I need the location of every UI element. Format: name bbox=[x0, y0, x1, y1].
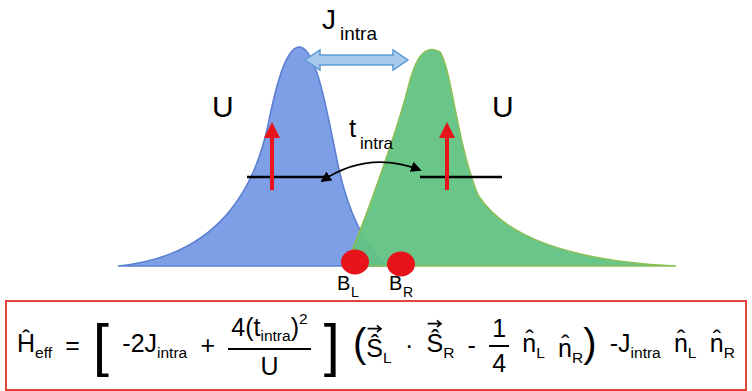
vector-operator: Ŝ bbox=[366, 333, 383, 364]
exchange-arrow bbox=[305, 50, 408, 70]
formula-superscript: 2 bbox=[299, 310, 308, 329]
site-symbol: B bbox=[337, 272, 350, 295]
fraction-numerator: 1 bbox=[489, 313, 509, 347]
vector-arrow bbox=[366, 323, 383, 333]
formula-term: Ŝ bbox=[366, 333, 383, 364]
formula-term: 4 bbox=[492, 348, 506, 378]
formula-term: 1 bbox=[492, 313, 506, 343]
formula-fraction: 4(tintra)2U bbox=[228, 310, 310, 381]
formula-subscript: L bbox=[688, 343, 697, 362]
coulomb-label: U bbox=[492, 90, 514, 125]
formula-subscript: intra bbox=[260, 327, 290, 346]
formula-atom: n̂L bbox=[522, 328, 545, 362]
formula-term: n̂ bbox=[674, 328, 688, 359]
formula-atom: + bbox=[200, 330, 215, 361]
formula-atom: = bbox=[65, 330, 80, 361]
formula-term: n̂ bbox=[710, 328, 724, 359]
hopping-symbol: t bbox=[349, 114, 356, 144]
formula-subscript: intra bbox=[631, 343, 661, 362]
formula-term: 4(t bbox=[231, 312, 260, 342]
left-orbital-peak bbox=[118, 47, 388, 266]
formula-atom: n̂R) bbox=[558, 323, 596, 367]
fraction-denominator: U bbox=[260, 350, 278, 381]
formula-subscript: R bbox=[724, 343, 735, 362]
formula-row: Ĥeff=[-2Jintra+4(tintra)2U](ŜL·ŜR-14n̂Ln… bbox=[17, 310, 735, 381]
hopping-arrow bbox=[322, 162, 420, 181]
formula-term: Ŝ bbox=[426, 328, 443, 359]
formula-atom: Ĥeff bbox=[17, 328, 52, 362]
vector-arrow bbox=[426, 318, 443, 328]
formula-term: - bbox=[468, 330, 476, 361]
formula-paren: ) bbox=[583, 323, 596, 363]
formula-term: Ĥ bbox=[17, 328, 35, 359]
fraction-denominator: 4 bbox=[492, 347, 506, 378]
formula-term: = bbox=[65, 330, 80, 361]
formula-term: U bbox=[260, 351, 278, 381]
fraction-numerator: 4(tintra)2 bbox=[228, 310, 310, 350]
formula-atom: ] bbox=[324, 317, 340, 375]
formula-term: -2J bbox=[122, 328, 157, 359]
right-orbital-peak bbox=[345, 49, 676, 266]
exchange-symbol: J bbox=[322, 4, 336, 36]
site-symbol: B bbox=[389, 272, 402, 295]
left-level bbox=[247, 176, 330, 179]
vector-operator: Ŝ bbox=[426, 328, 443, 359]
formula-subscript: L bbox=[383, 348, 392, 367]
formula-subscript: R bbox=[572, 348, 583, 367]
left-spin-arrow bbox=[270, 130, 274, 190]
site-subscript: R bbox=[403, 284, 413, 300]
formula-atom: -Jintra bbox=[610, 328, 661, 362]
formula-atom: n̂R bbox=[710, 328, 735, 362]
exchange-subscript: intra bbox=[340, 23, 377, 45]
formula-term: n̂ bbox=[558, 333, 572, 364]
formula-term: · bbox=[405, 330, 413, 361]
formula-atom: (ŜL bbox=[353, 323, 392, 367]
formula-paren: ( bbox=[353, 323, 366, 363]
formula-subscript: intra bbox=[157, 343, 187, 362]
formula-fraction: 14 bbox=[489, 313, 509, 378]
right-level bbox=[420, 176, 502, 179]
formula-bracket: ] bbox=[324, 317, 340, 375]
formula-subscript: R bbox=[443, 343, 454, 362]
formula-term: -J bbox=[610, 328, 631, 359]
formula-atom: - bbox=[468, 330, 476, 361]
formula-term: ) bbox=[291, 312, 299, 342]
formula-atom: n̂L bbox=[674, 328, 697, 362]
formula-box: Ĥeff=[-2Jintra+4(tintra)2U](ŜL·ŜR-14n̂Ln… bbox=[5, 300, 747, 391]
formula-bracket: [ bbox=[93, 317, 109, 375]
right-spin-arrow bbox=[445, 130, 449, 190]
coulomb-label: U bbox=[212, 90, 234, 125]
formula-atom: · bbox=[405, 330, 413, 361]
formula-term: n̂ bbox=[522, 328, 536, 359]
formula-term: + bbox=[200, 330, 215, 361]
site-subscript: L bbox=[351, 284, 359, 300]
bond-site-left bbox=[341, 250, 369, 275]
formula-subscript: L bbox=[536, 343, 545, 362]
formula-atom: [ bbox=[93, 317, 109, 375]
formula-atom: -2Jintra bbox=[122, 328, 187, 362]
formula-atom: ŜR bbox=[426, 328, 454, 362]
formula-subscript: eff bbox=[35, 343, 52, 362]
hopping-subscript: intra bbox=[360, 134, 393, 154]
